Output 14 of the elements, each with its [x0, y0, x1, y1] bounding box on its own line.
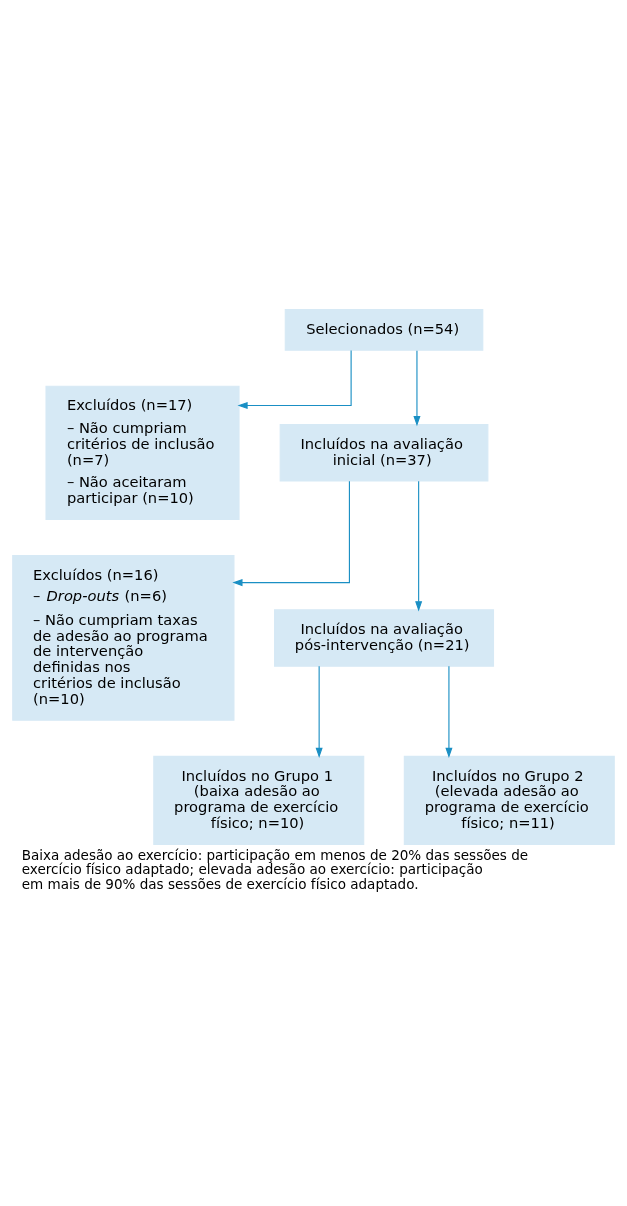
- node-box: Incluídos na avaliação inicial (n=37): [279, 423, 489, 482]
- arrow: [415, 480, 423, 611]
- arrow: [413, 349, 421, 426]
- node-box: Incluídos no Grupo 2 (elevada adesão ao programa de exercício físico; n=11): [403, 755, 615, 845]
- arrow: [315, 665, 323, 758]
- arrow: [445, 665, 453, 758]
- node-box: Excluídos (n=16) – Drop-outs (n=6) – Não cumpriam taxas de adesão ao programa de intervenção definidas nos critérios de inclusão (n=10): [12, 554, 235, 721]
- node-box: Excluídos (n=17) – Não cumpriam critérios de inclusão (n=7) – Não aceitaram participar (n=10): [45, 385, 240, 520]
- caption: Baixa adesão ao exercício: participação em menos de 20% das sessões de exercício físico adaptado; elevada adesão ao exercício: participação em mais de 90% das sessões de exercício físico adaptado.: [21, 846, 529, 892]
- node-box: Incluídos na avaliação pós-intervenção (n=21): [274, 608, 495, 667]
- arrow: [237, 349, 352, 409]
- arrow: [232, 480, 350, 586]
- node-box: Incluídos no Grupo 1 (baixa adesão ao programa de exercício físico; n=10): [153, 755, 365, 845]
- node-box: Selecionados (n=54): [284, 308, 484, 351]
